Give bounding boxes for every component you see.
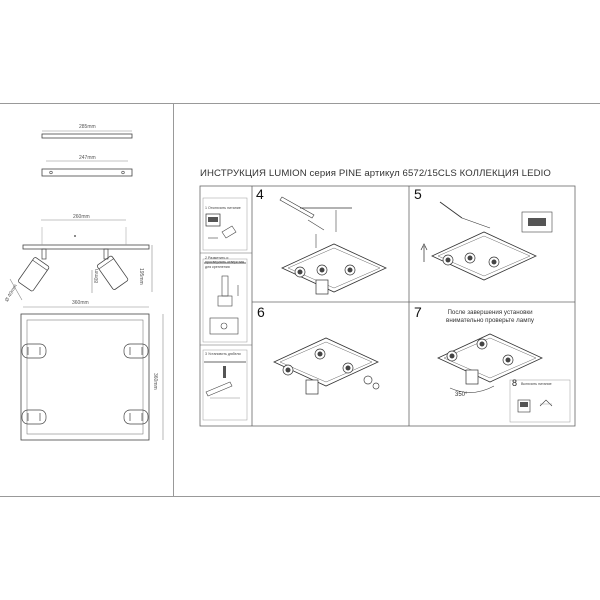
side-step-2-label: 2 Разметить и просверлить отверстия для … bbox=[205, 256, 244, 269]
top-rule-right bbox=[173, 103, 600, 104]
side-step-3-label: 3 Установить дюбели bbox=[205, 352, 241, 356]
step7-note: После завершения установки внимательно п… bbox=[446, 309, 534, 324]
side-step-1-label: 1 Отключить питание bbox=[205, 206, 241, 210]
step-4-number: 4 bbox=[256, 186, 264, 202]
step-8-label: Включить питание bbox=[521, 382, 552, 386]
page-divider bbox=[173, 103, 174, 497]
step-5-number: 5 bbox=[414, 186, 422, 202]
instruction-title: ИНСТРУКЦИЯ LUMION серия PINE артикул 657… bbox=[200, 168, 551, 179]
dim-top-bar: 285mm bbox=[79, 124, 96, 130]
top-rule-left bbox=[0, 103, 173, 104]
dim-spot-spacing: 260mm bbox=[73, 214, 90, 220]
step7-angle: 350° bbox=[455, 392, 468, 398]
step-7-number: 7 bbox=[414, 304, 422, 320]
step-8-number: 8 bbox=[512, 378, 518, 388]
bottom-rule-right bbox=[173, 496, 600, 497]
dim-bracket: 247mm bbox=[79, 155, 96, 161]
bottom-rule-left bbox=[0, 496, 173, 497]
step-6-number: 6 bbox=[257, 304, 265, 320]
dim-width: 360mm bbox=[72, 300, 89, 306]
